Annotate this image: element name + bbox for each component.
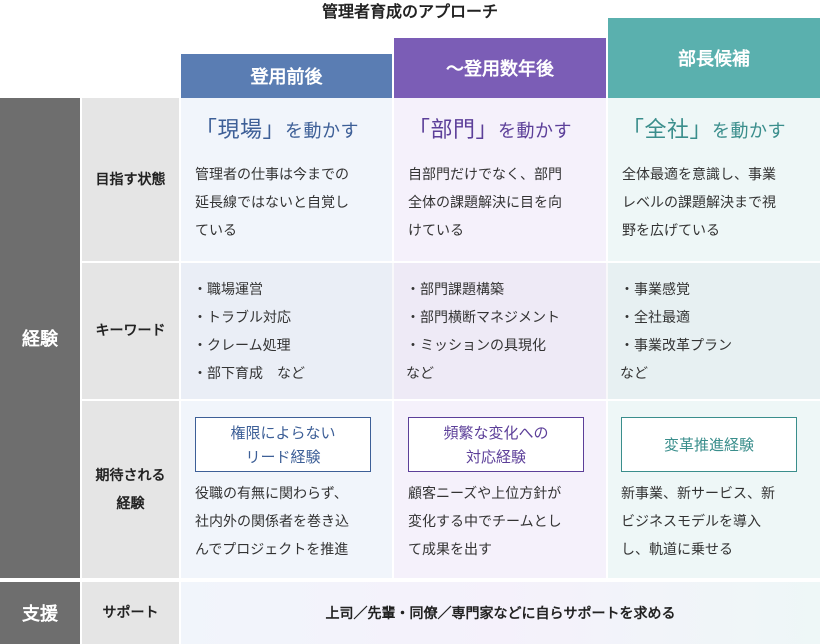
keyword-item: ・部門横断マネジメント xyxy=(406,310,560,326)
text-line: けている xyxy=(408,223,464,239)
box-line: 変革推進経験 xyxy=(663,435,754,454)
goal-headline: 「全社」を動かす xyxy=(622,116,818,147)
text-line: ている xyxy=(195,223,237,239)
row-divider xyxy=(82,399,820,401)
keyword-row-band xyxy=(181,262,820,400)
column-header-years-after-promotion: ～登用数年後 xyxy=(394,38,606,98)
text-line: て成果を出す xyxy=(408,542,492,558)
keyword-item: など xyxy=(620,366,648,382)
text-line: 役職の有無に関わらず、 xyxy=(195,486,348,502)
text-line: 全体の課題解決に目を向 xyxy=(408,195,562,211)
column-band-3 xyxy=(608,98,820,578)
goal-suffix: を動かす xyxy=(285,121,360,142)
goal-cell-2: 「部門」を動かす 自部門だけでなく、部門 全体の課題解決に目を向 けている xyxy=(408,116,604,245)
row-label-keyword: キーワード xyxy=(82,263,179,399)
section-label-experience: 経験 xyxy=(0,98,80,578)
experience-box-transformation: 変革推進経験 xyxy=(621,417,797,472)
keyword-item: ・事業改革プラン xyxy=(620,338,732,354)
keyword-item: ・全社最適 xyxy=(620,310,690,326)
row-label-expected-experience: 期待される 経験 xyxy=(82,401,179,578)
keyword-item: ・ミッションの具現化 xyxy=(406,338,546,354)
text-line: し、軌道に乗せる xyxy=(621,542,733,558)
column-header-before-after-promotion: 登用前後 xyxy=(181,54,392,98)
row-label-expected-line2: 経験 xyxy=(116,495,145,512)
column-band-1 xyxy=(181,98,392,578)
text-line: レベルの課題解決まで視 xyxy=(622,195,776,211)
text-line: 変化する中でチームとし xyxy=(408,514,562,530)
diagram-title: 管理者育成のアプローチ xyxy=(321,2,498,21)
row-label-expected-line1: 期待される xyxy=(95,467,166,484)
support-description: 上司／先輩・同僚／専門家などに自らサポートを求める xyxy=(181,582,820,644)
column-band-2 xyxy=(394,98,606,578)
goal-description: 自部門だけでなく、部門 全体の課題解決に目を向 けている xyxy=(408,161,604,245)
text-line: 社内外の関係者を巻き込 xyxy=(195,514,349,530)
goal-description: 管理者の仕事は今までの 延長線ではないと自覚し ている xyxy=(195,161,390,245)
keyword-item: など xyxy=(406,366,434,382)
keyword-item: ・クレーム処理 xyxy=(193,338,291,354)
text-line: んでプロジェクトを推進 xyxy=(195,542,349,558)
text-line: 新事業、新サービス、新 xyxy=(621,486,775,502)
goal-suffix: を動かす xyxy=(498,121,573,142)
goal-headline: 「部門」を動かす xyxy=(408,116,604,147)
text-line: 顧客ニーズや上位方針が xyxy=(408,486,562,502)
experience-description-1: 役職の有無に関わらず、 社内外の関係者を巻き込 んでプロジェクトを推進 xyxy=(195,480,390,564)
box-line: リード経験 xyxy=(245,447,321,466)
goal-cell-1: 「現場」を動かす 管理者の仕事は今までの 延長線ではないと自覚し ている xyxy=(195,116,390,245)
experience-description-3: 新事業、新サービス、新 ビジネスモデルを導入 し、軌道に乗せる xyxy=(621,480,817,564)
column-header-department-head-candidate: 部長候補 xyxy=(608,18,820,98)
keyword-item: ・部門課題構築 xyxy=(406,282,504,298)
goal-keyword: 現場 xyxy=(217,118,263,143)
keyword-item: ・トラブル対応 xyxy=(193,310,291,326)
box-line: 権限によらない xyxy=(230,423,336,442)
text-line: 延長線ではないと自覚し xyxy=(195,195,349,211)
box-line: 対応経験 xyxy=(465,447,526,466)
text-line: 野を広げている xyxy=(622,223,720,239)
bracket-open: 「 xyxy=(622,118,645,143)
text-line: 自部門だけでなく、部門 xyxy=(408,167,562,183)
keyword-item: ・部下育成 など xyxy=(193,366,305,382)
keyword-cell-3: ・事業感覚 ・全社最適 ・事業改革プラン など xyxy=(620,276,818,388)
bracket-close: 」 xyxy=(689,118,713,143)
bracket-close: 」 xyxy=(475,118,499,143)
row-label-goal-state: 目指す状態 xyxy=(82,98,179,261)
text-line: ビジネスモデルを導入 xyxy=(621,514,761,530)
goal-keyword: 全社 xyxy=(644,118,690,143)
goal-description: 全体最適を意識し、事業 レベルの課題解決まで視 野を広げている xyxy=(622,161,818,245)
goal-headline: 「現場」を動かす xyxy=(195,116,390,147)
text-line: 全体最適を意識し、事業 xyxy=(622,167,776,183)
box-line: 頻繁な変化への xyxy=(443,423,549,442)
text-line: 管理者の仕事は今までの xyxy=(195,167,349,183)
keyword-cell-2: ・部門課題構築 ・部門横断マネジメント ・ミッションの具現化 など xyxy=(406,276,604,388)
bracket-close: 」 xyxy=(262,118,286,143)
bracket-open: 「 xyxy=(195,118,218,143)
experience-description-2: 顧客ニーズや上位方針が 変化する中でチームとし て成果を出す xyxy=(408,480,604,564)
keyword-cell-1: ・職場運営 ・トラブル対応 ・クレーム処理 ・部下育成 など xyxy=(193,276,388,388)
section-label-support: 支援 xyxy=(0,582,80,644)
row-divider xyxy=(82,261,820,263)
row-label-support: サポート xyxy=(82,582,179,644)
goal-cell-3: 「全社」を動かす 全体最適を意識し、事業 レベルの課題解決まで視 野を広げている xyxy=(622,116,818,245)
bracket-open: 「 xyxy=(408,118,431,143)
keyword-item: ・職場運営 xyxy=(193,282,263,298)
experience-box-leadership: 権限によらない リード経験 xyxy=(195,417,371,472)
experience-box-change-response: 頻繁な変化への 対応経験 xyxy=(408,417,584,472)
goal-keyword: 部門 xyxy=(430,118,476,143)
goal-suffix: を動かす xyxy=(712,121,787,142)
keyword-item: ・事業感覚 xyxy=(620,282,690,298)
